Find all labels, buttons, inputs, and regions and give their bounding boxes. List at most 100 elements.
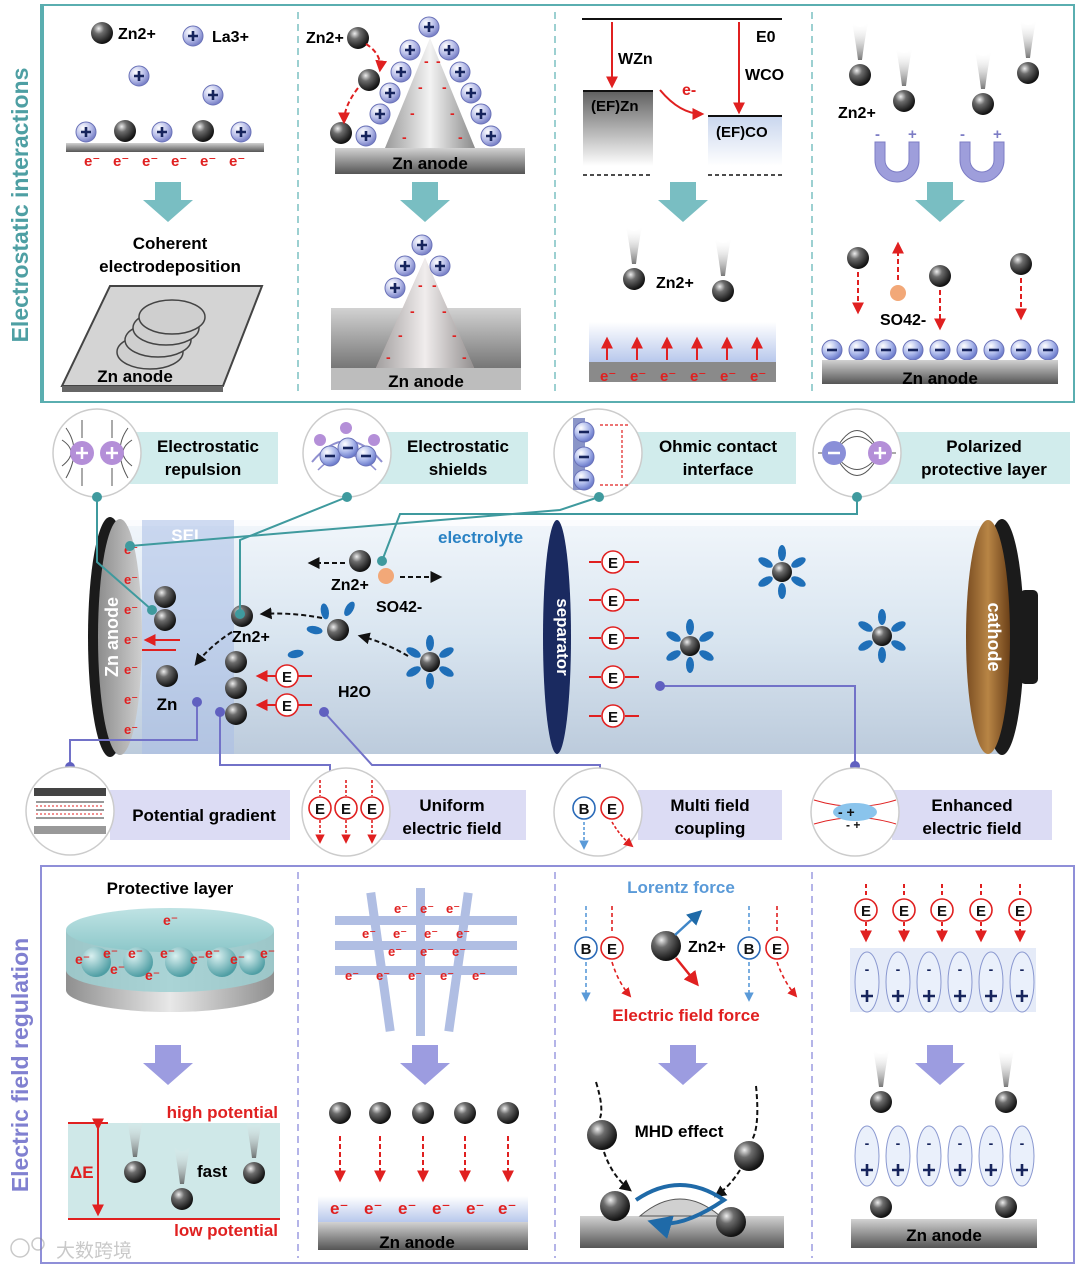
zn-metal-label: Zn: [157, 695, 178, 714]
svg-text:-: -: [442, 79, 447, 95]
middle-section: Electrostatic repulsion Electrostatic sh…: [25, 408, 1070, 857]
p4-anion-label: SO42-: [880, 312, 926, 329]
callout-ohmic-line2: interface: [683, 460, 754, 479]
svg-text:e⁻: e⁻: [408, 968, 422, 983]
svg-text:e⁻: e⁻: [456, 926, 470, 941]
svg-text:e⁻: e⁻: [498, 1199, 516, 1218]
low-potential-label: low potential: [174, 1221, 278, 1240]
svg-text:-: -: [432, 277, 437, 293]
svg-text:e⁻: e⁻: [362, 926, 376, 941]
svg-text:e⁻: e⁻: [424, 926, 438, 941]
svg-text:-: -: [418, 79, 423, 95]
svg-text:e⁻: e⁻: [452, 944, 466, 959]
callout-gradient-line1: Potential gradient: [132, 806, 276, 825]
wzn-label: WZn: [618, 51, 653, 68]
cathode-label: cathode: [984, 602, 1004, 671]
svg-text:e⁻: e⁻: [446, 901, 460, 916]
separator-label: separator: [553, 598, 572, 676]
svg-text:e⁻: e⁻: [472, 968, 486, 983]
svg-text:e⁻: e⁻: [376, 968, 390, 983]
uniform-field-icon: [301, 767, 391, 857]
svg-text:e⁻: e⁻: [364, 1199, 382, 1218]
watermark-text: 大数跨境: [56, 1240, 132, 1262]
svg-text:e⁻: e⁻: [110, 961, 125, 977]
svg-text:e⁻: e⁻: [142, 153, 158, 170]
separator-field-markers: [589, 550, 639, 728]
dipole-icon: [812, 408, 902, 498]
zn-ion-icon: [91, 22, 113, 44]
svg-text:e⁻: e⁻: [750, 368, 766, 385]
water-label: H2O: [338, 684, 371, 701]
p4b-anode-label: Zn anode: [906, 1226, 982, 1245]
b-e-pair-right: [737, 906, 798, 1002]
svg-text:e⁻: e⁻: [690, 368, 706, 385]
svg-text:-: -: [452, 327, 457, 343]
svg-text:e⁻: e⁻: [124, 722, 138, 737]
svg-text:+: +: [993, 126, 1002, 143]
svg-text:e⁻: e⁻: [432, 1199, 450, 1218]
callout-multifield-line2: coupling: [675, 819, 746, 838]
callout-repulsion-line2: repulsion: [165, 460, 242, 479]
coherent-title-line1: Coherent: [133, 234, 208, 253]
anode-label: Zn anode: [102, 597, 122, 677]
p4-anode-label: Zn anode: [902, 369, 978, 388]
svg-text:e⁻: e⁻: [75, 951, 90, 967]
svg-text:e⁻: e⁻: [345, 968, 359, 983]
legend-zn-label: Zn2+: [118, 26, 156, 43]
svg-text:e⁻: e⁻: [660, 368, 676, 385]
callouts-bottom: Potential gradient Uniform electric fiel…: [25, 766, 1052, 857]
svg-text:e⁻: e⁻: [229, 153, 245, 170]
callout-repulsion-line1: Electrostatic: [157, 437, 259, 456]
svg-text:e⁻: e⁻: [163, 912, 178, 928]
panel-work-function: E0 WZn WCO (EF)Zn (EF)CO e- Zn2+: [582, 18, 784, 385]
svg-text:e⁻: e⁻: [124, 602, 138, 617]
svg-text:-: -: [442, 303, 447, 319]
svg-text:e⁻: e⁻: [393, 926, 407, 941]
panel-coherent-electrodeposition: Zn2+ La3+ e⁻e⁻e⁻ e⁻e⁻e⁻ Coherent electro…: [60, 22, 264, 392]
electrolyte-label: electrolyte: [438, 528, 523, 547]
svg-text:+: +: [908, 126, 917, 143]
svg-text:e⁻: e⁻: [466, 1199, 484, 1218]
svg-text:e⁻: e⁻: [420, 901, 434, 916]
callouts-top: Electrostatic repulsion Electrostatic sh…: [52, 408, 1070, 498]
svg-text:-: -: [458, 129, 463, 145]
svg-text:e⁻: e⁻: [145, 967, 160, 983]
panel-uniform-field: e⁻e⁻e⁻ e⁻e⁻e⁻e⁻ e⁻e⁻e⁻ e⁻e⁻e⁻e⁻e⁻ e⁻e⁻e⁻…: [318, 888, 528, 1252]
svg-text:e⁻: e⁻: [124, 662, 138, 677]
b-e-pair-left: [574, 906, 632, 1002]
svg-text:-: -: [960, 126, 965, 143]
shield-icon: [302, 408, 392, 498]
enhanced-field-icon: - + - +: [810, 767, 900, 857]
so4-label: SO42-: [376, 599, 422, 616]
callout-enhanced-line2: electric field: [922, 819, 1021, 838]
svg-text:e⁻: e⁻: [260, 945, 275, 961]
svg-text:e⁻: e⁻: [205, 945, 220, 961]
callout-enhanced-line1: Enhanced: [931, 796, 1012, 815]
svg-text:e⁻: e⁻: [124, 572, 138, 587]
svg-text:-: -: [450, 105, 455, 121]
svg-text:e⁻: e⁻: [420, 944, 434, 959]
ef-zn-label: (EF)Zn: [591, 98, 638, 115]
top-section: Electrostatic interactions Zn2+ La3+ e⁻e…: [7, 4, 1075, 403]
callout-multifield-line1: Multi field: [670, 796, 749, 815]
p3b-ion-label: Zn2+: [688, 939, 726, 956]
bottom-section-title: Electric field regulation: [7, 938, 33, 1192]
svg-text:e⁻: e⁻: [124, 632, 138, 647]
svg-text:- +: - +: [838, 804, 855, 820]
svg-text:e⁻: e⁻: [200, 153, 216, 170]
multifield-icon: [553, 767, 643, 857]
legend-la-label: La3+: [212, 29, 249, 46]
svg-text:e⁻: e⁻: [720, 368, 736, 385]
battery-zn-ion-label: Zn2+: [331, 577, 369, 594]
svg-text:e⁻: e⁻: [190, 951, 205, 967]
callout-polarized-line1: Polarized: [946, 437, 1022, 456]
p2-anode-bottom-label: Zn anode: [388, 372, 464, 391]
delta-e-label: ΔE: [70, 1163, 94, 1182]
svg-text:-: -: [410, 105, 415, 121]
watermark: 大数跨境: [10, 1237, 132, 1262]
panel-dipole-layer: Zn2+ -+ -+ SO42-: [820, 20, 1060, 388]
panel-mhd: Lorentz force Zn2+ Elect: [574, 878, 798, 1248]
svg-text:e⁻: e⁻: [440, 968, 454, 983]
p2-ion-label: Zn2+: [306, 30, 344, 47]
